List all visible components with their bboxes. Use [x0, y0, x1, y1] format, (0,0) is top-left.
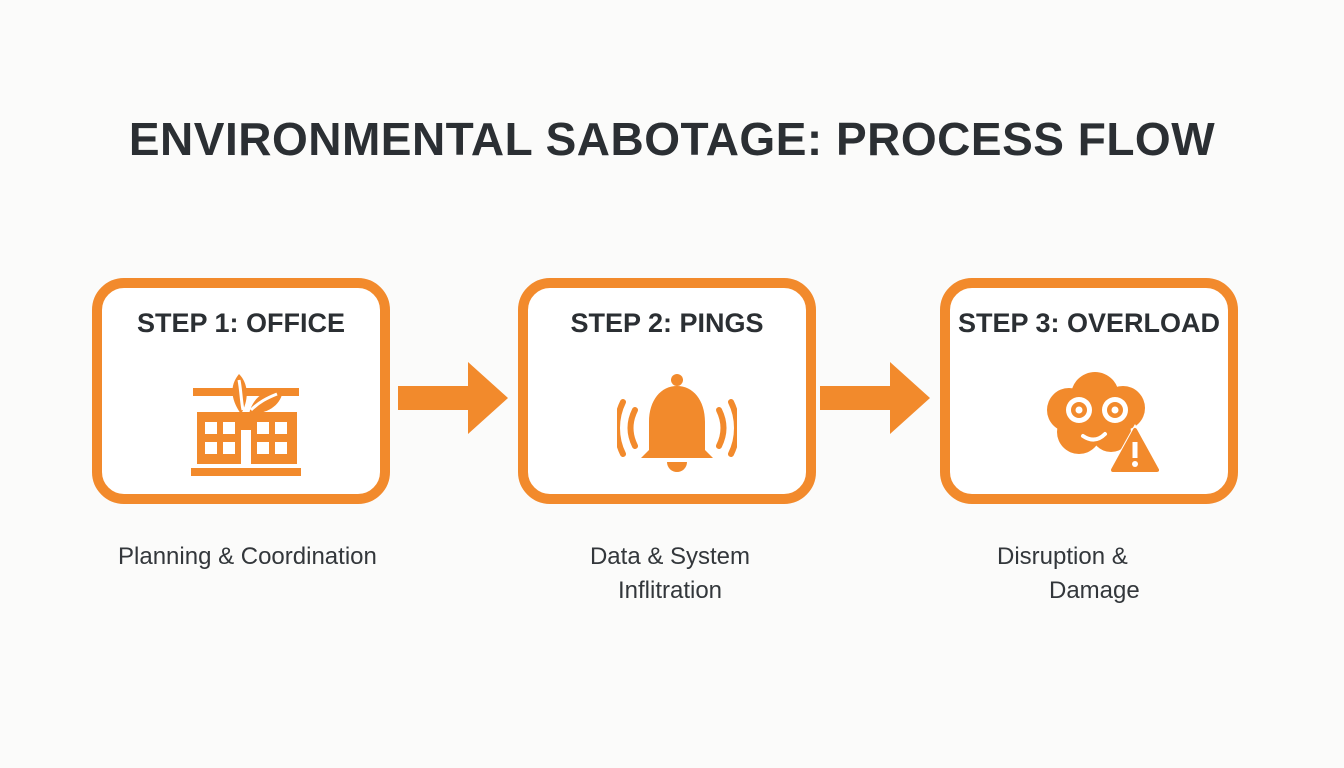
step-2-caption: Data & System Inflitration: [580, 540, 760, 608]
step-3-caption: Disruption & Damage: [997, 540, 1140, 608]
step-3-caption-line-1: Disruption &: [997, 543, 1128, 570]
eco-office-building-icon: [191, 374, 301, 476]
page-title: ENVIRONMENTAL SABOTAGE: PROCESS FLOW: [128, 113, 1216, 165]
flow-arrow-2: [820, 362, 930, 434]
step-2-caption-line-2: Inflitration: [617, 577, 723, 604]
step-3-title: STEP 3: OVERLOAD: [957, 308, 1221, 338]
step-2-box: STEP 2: PINGS: [518, 278, 816, 504]
ringing-bell-icon: [617, 374, 737, 472]
step-1-title: STEP 1: OFFICE: [136, 308, 346, 338]
step-1-box: STEP 1: OFFICE: [92, 278, 390, 504]
step-2-caption-line-1: Data & System: [589, 543, 751, 570]
flow-arrow-1: [398, 362, 508, 434]
step-3-box: STEP 3: OVERLOAD: [940, 278, 1238, 504]
step-1-caption: Planning & Coordination: [118, 540, 377, 574]
step-1-caption-line-1: Planning & Coordination: [118, 543, 377, 570]
step-2-title: STEP 2: PINGS: [570, 308, 764, 338]
step-3-caption-line-2: Damage: [1049, 577, 1140, 604]
brain-gears-warning-icon: [1047, 372, 1159, 474]
